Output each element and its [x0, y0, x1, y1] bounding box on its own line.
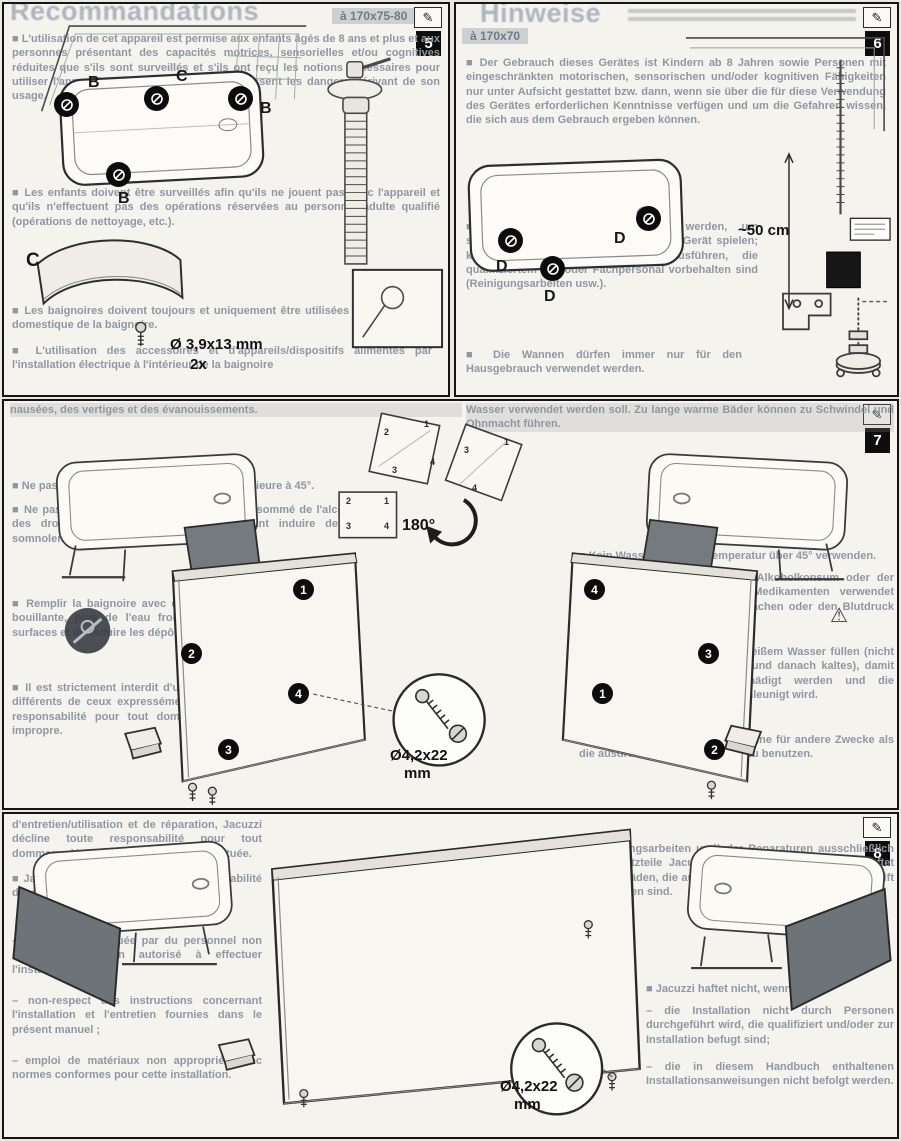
- screw-spec-label: Ø 3,9x13 mm: [170, 336, 263, 353]
- paragraph: nausées, des vertiges et des évanouissem…: [10, 403, 462, 418]
- screw-head-icon: [504, 234, 517, 247]
- paragraph: ■ Der Gebrauch dieses Gerätes ist Kinder…: [466, 57, 886, 127]
- pencil-icon: ✎: [863, 404, 891, 425]
- orientation-number: 2: [346, 496, 352, 506]
- step-number-badge: 7: [865, 428, 890, 453]
- paragraph: ■ Les baignoires doivent toujours et uni…: [12, 305, 432, 332]
- height-dimension-label: ~50 cm: [738, 222, 790, 239]
- panel6-subtitle: à 170x70: [462, 28, 529, 44]
- paragraph: ■ Die Wanne nie direkt mit zu heißem Was…: [579, 646, 894, 701]
- paragraph: d'entretien/utilisation et de réparation…: [12, 819, 262, 860]
- orientation-number: 1: [384, 496, 390, 506]
- paragraph: ■ L'utilisation des accessoires et d'app…: [12, 345, 432, 372]
- pencil-icon: ✎: [863, 7, 891, 28]
- paragraph: ■ Jacuzzi décline en outre toute respons…: [12, 873, 262, 900]
- part-label-d: D: [544, 288, 556, 305]
- rotation-angle-label: 180°: [402, 517, 436, 534]
- screw-unit-label: mm: [514, 1096, 541, 1113]
- panel5-title: Recommandations: [10, 2, 260, 26]
- fixing-point-marker: [106, 162, 131, 187]
- paragraph: ■ Die Wannen dürfen immer nur für den Ha…: [466, 349, 742, 376]
- fixing-point-marker: [54, 92, 79, 117]
- part-label-b: B: [88, 74, 100, 91]
- paragraph: ■ Kein Wasser mit einer Temperatur über …: [579, 550, 877, 562]
- part-label-d: D: [496, 258, 508, 275]
- panel-number-marker: 2: [181, 643, 202, 664]
- paragraph: Wasser verwendet werden soll. Zu lange w…: [466, 403, 894, 432]
- paragraph: – emploi de matériaux non appropriés ave…: [12, 1055, 262, 1082]
- fixing-point-marker: [144, 86, 169, 111]
- panel-number-marker: 3: [218, 739, 239, 760]
- pencil-icon: ✎: [414, 7, 442, 28]
- orientation-number: 4: [430, 457, 436, 467]
- paragraph: ■ Les enfants doivent être surveillés af…: [12, 187, 440, 228]
- orientation-number: 3: [346, 521, 352, 531]
- part-label-b: B: [118, 190, 130, 207]
- paragraph: – die in diesem Handbuch enthaltenen Ins…: [646, 1061, 894, 1088]
- fixing-point-marker: [636, 206, 661, 231]
- paragraph: ■ Ne pas utiliser l'eau à une températur…: [12, 480, 315, 492]
- screw-spec-label: Ø4,2x22: [390, 747, 448, 764]
- orientation-number: 2: [384, 427, 390, 437]
- panel-step-8: ✎ 8 d'entretien/utilisation et de répara…: [2, 812, 899, 1139]
- paragraph: ■ Ne pas utiliser la baignoire après avo…: [12, 504, 357, 545]
- illegible-fine-print: [628, 17, 856, 21]
- illegible-fine-print: [628, 9, 856, 13]
- screw-unit-label: mm: [404, 765, 431, 782]
- panel-number-marker: 4: [584, 579, 605, 600]
- panel5-subtitle: à 170x75-80: [332, 8, 416, 24]
- paragraph: ■ Remplir la baignoire avec de l'eau déj…: [12, 598, 357, 639]
- step-number-badge: 5: [416, 31, 441, 56]
- fixing-point-marker: [498, 228, 523, 253]
- fixing-point-marker: [540, 256, 565, 281]
- orientation-number: 3: [464, 445, 470, 455]
- part-label-b: B: [260, 100, 272, 117]
- screw-spec-label: Ø4,2x22: [500, 1078, 558, 1095]
- screw-head-icon: [60, 98, 73, 111]
- panel-number-marker: 1: [293, 579, 314, 600]
- panel-step-7: ✎ 7 nausées, des vertiges et des évanoui…: [2, 399, 899, 810]
- paragraph: – installation effectuée par du personne…: [12, 935, 262, 976]
- screw-qty-label: 2x: [190, 356, 207, 373]
- orientation-number: 1: [424, 419, 430, 429]
- pencil-icon: ✎: [863, 817, 891, 838]
- panel-number-marker: 2: [704, 739, 725, 760]
- panel-number-marker: 4: [288, 683, 309, 704]
- paragraph: ■ Jacuzzi haftet nicht, wenn:: [646, 983, 796, 995]
- panel-number-marker: 3: [698, 643, 719, 664]
- warning-triangle-icon: ⚠: [830, 605, 848, 627]
- orientation-number: 3: [392, 465, 398, 475]
- paragraph: – die Installation nicht durch Personen …: [646, 1005, 894, 1046]
- screw-head-icon: [546, 262, 559, 275]
- screw-head-icon: [112, 168, 125, 181]
- fixing-point-marker: [228, 86, 253, 111]
- screw-head-icon: [642, 212, 655, 225]
- panel-number-marker: 1: [592, 683, 613, 704]
- orientation-number: 1: [504, 437, 510, 447]
- paragraph: ■ Bei Wartungsarbeiten und/oder Reparatu…: [562, 843, 894, 898]
- panel-step-5: Recommandations à 170x75-80 ✎ 5 ■ L'util…: [2, 2, 450, 397]
- paragraph: ■ L'utilisation de cet appareil est perm…: [12, 33, 441, 103]
- paragraph: ■ Es ist streng verboten, die Wanne für …: [579, 734, 894, 761]
- orientation-number: 4: [384, 521, 390, 531]
- panel-step-6: Hinweise à 170x70 ✎ 6 ■ Der Gebrauch die…: [454, 2, 899, 397]
- paragraph: – non-respect des instructions concernan…: [12, 995, 262, 1036]
- orientation-number: 4: [472, 483, 478, 493]
- part-label-c: C: [176, 68, 188, 85]
- panel6-title: Hinweise: [480, 2, 602, 28]
- part-label-c: C: [26, 250, 40, 271]
- part-label-d: D: [614, 230, 626, 247]
- step-number-badge: 6: [865, 31, 890, 56]
- screw-head-icon: [150, 92, 163, 105]
- screw-head-icon: [234, 92, 247, 105]
